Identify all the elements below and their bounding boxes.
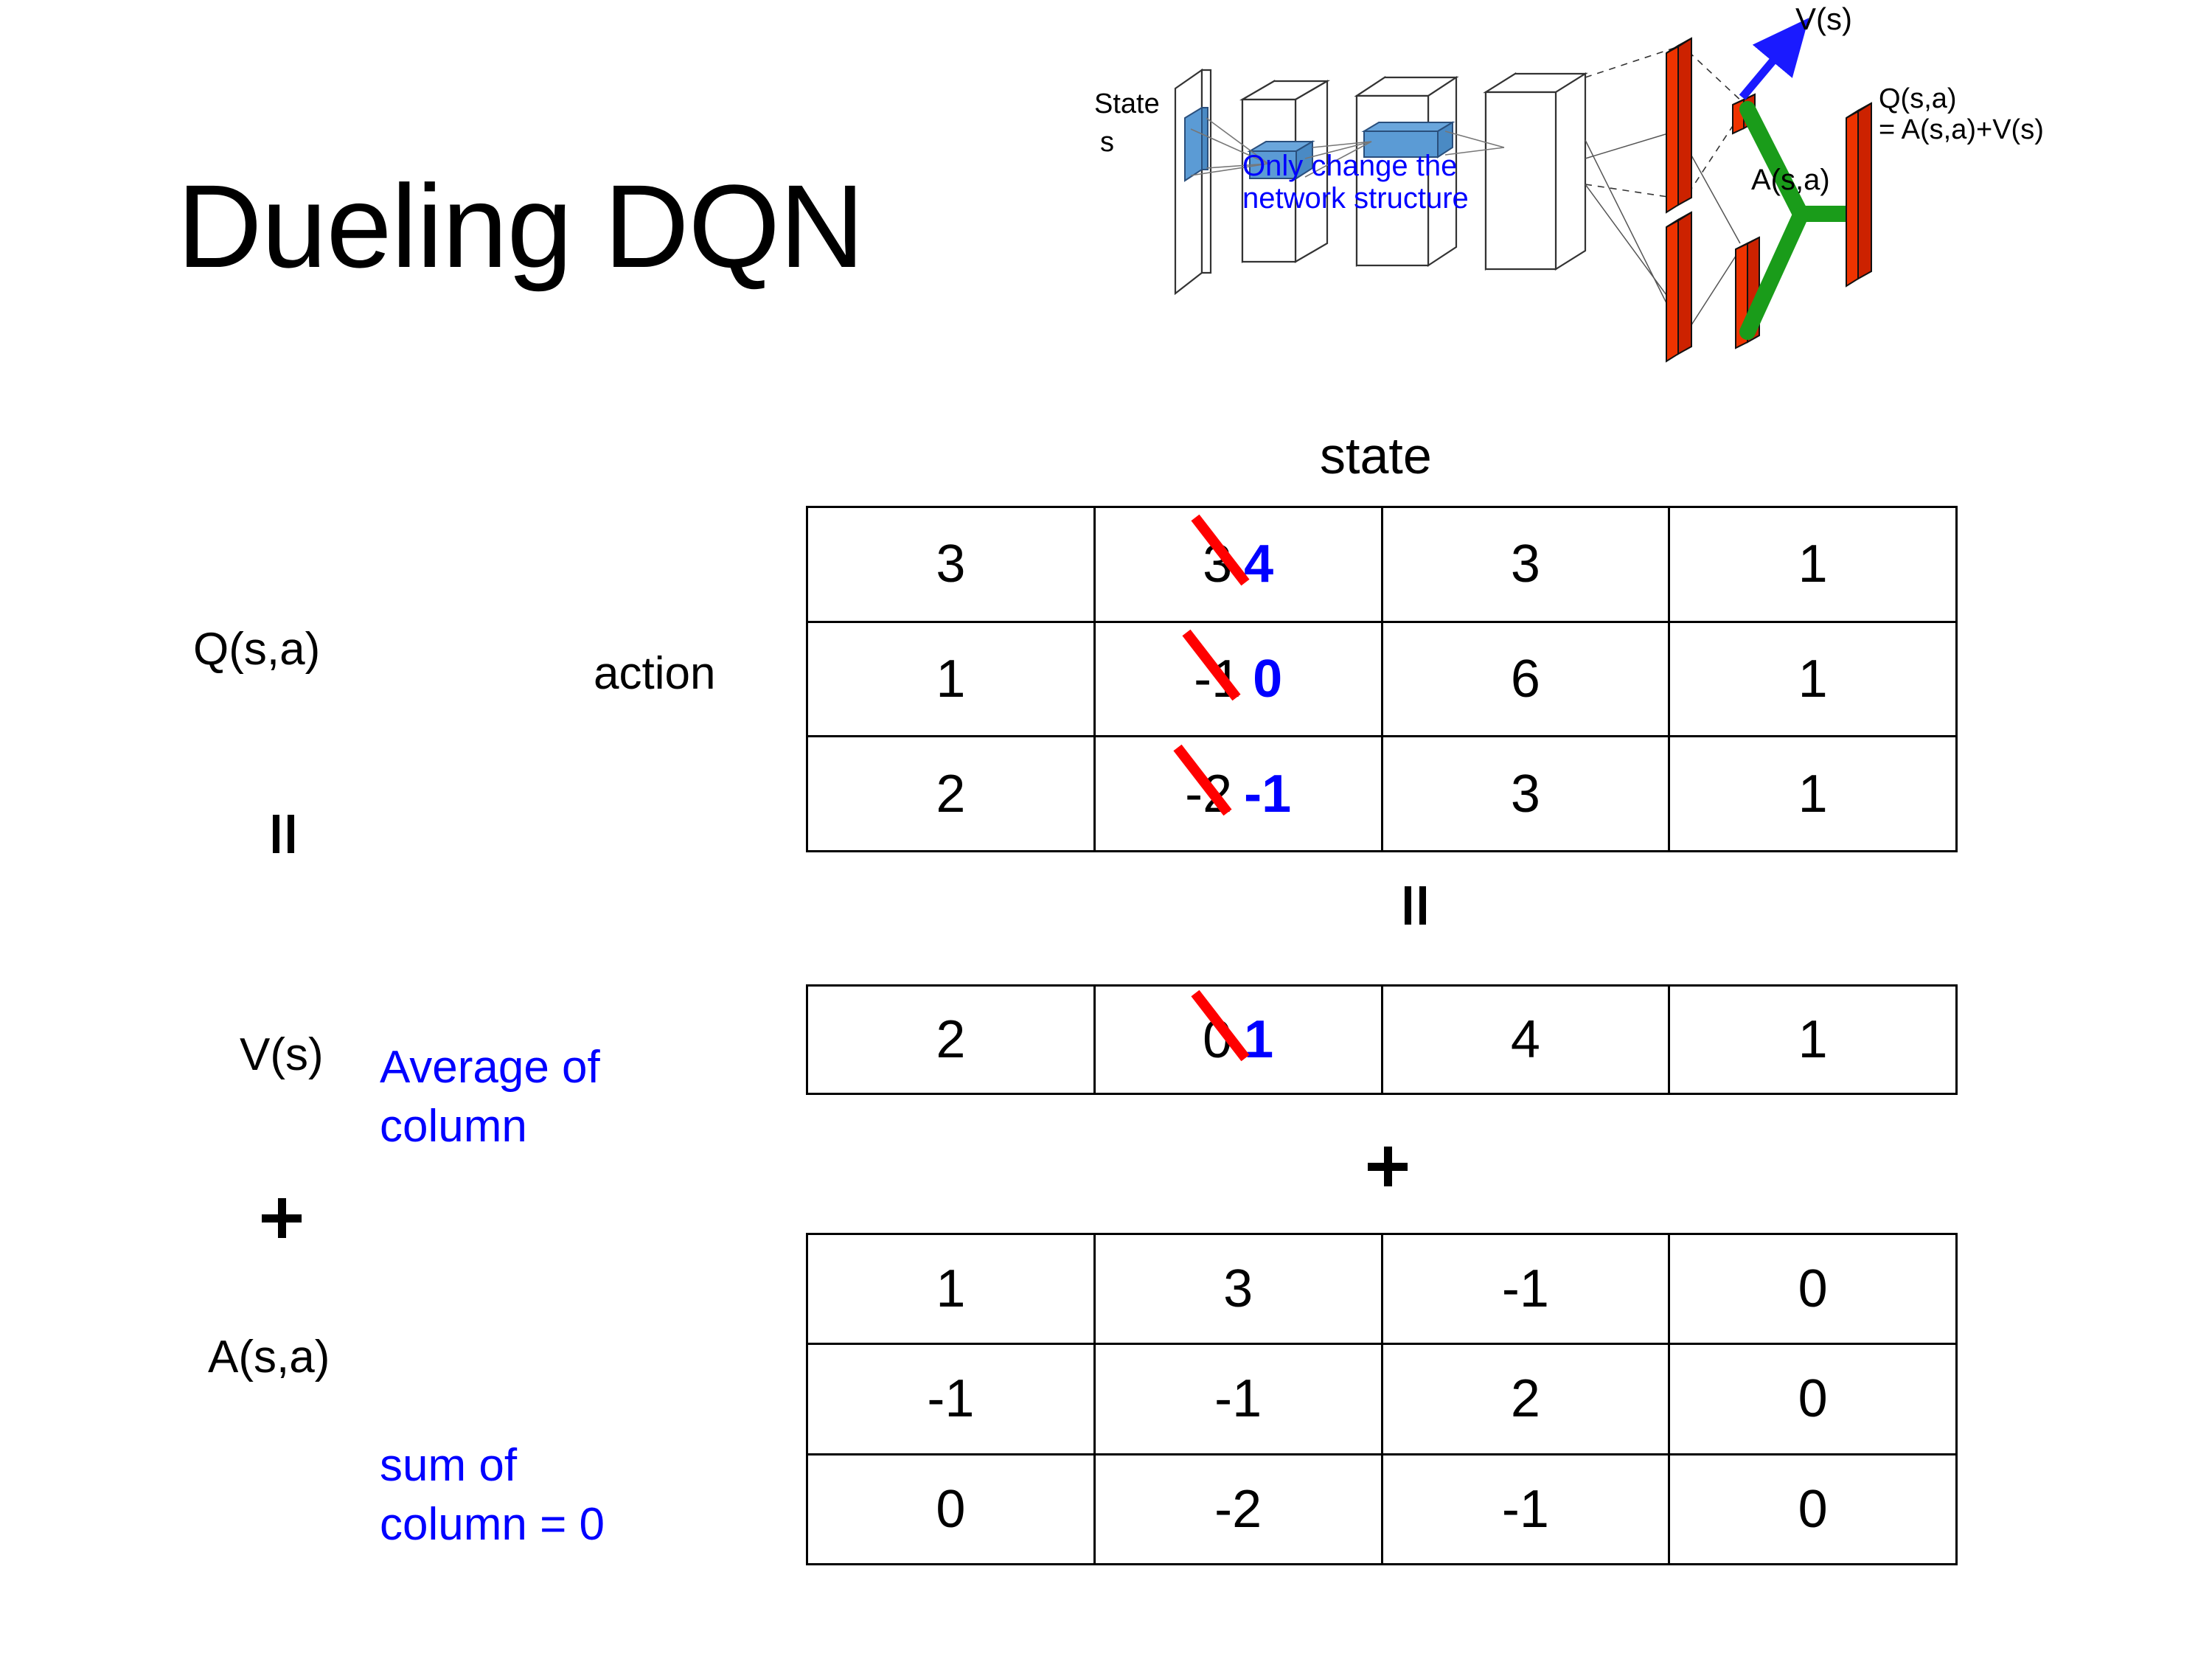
a-cell-r1c0: -1 bbox=[806, 1343, 1096, 1455]
q-cell-r1c1: -1 0 bbox=[1093, 620, 1383, 738]
network-note-line2: network structure bbox=[1242, 182, 1469, 215]
a-cell-r2c1: -2 bbox=[1093, 1453, 1383, 1566]
q-cell-r1c3: 1 bbox=[1668, 620, 1958, 738]
q-cell-r2c2: 3 bbox=[1380, 735, 1671, 852]
table-row: 1 -1 0 6 1 bbox=[806, 620, 1958, 738]
table-row: 2 -2 -1 3 1 bbox=[806, 735, 1958, 852]
v-table: 2 0 1 4 1 bbox=[806, 984, 1958, 1095]
label-a: A(s,a) bbox=[208, 1332, 330, 1382]
v-cell-c1: 0 1 bbox=[1093, 984, 1383, 1095]
a-cell-r1c2: 2 bbox=[1380, 1343, 1671, 1455]
page-title: Dueling DQN bbox=[177, 160, 865, 292]
struck-old-value: -2 bbox=[1173, 744, 1232, 824]
q-output-label-line1: Q(s,a) bbox=[1879, 83, 1957, 114]
network-architecture-svg bbox=[1174, 18, 1872, 363]
note-v-line1: Average of bbox=[380, 1042, 600, 1093]
a-cell-r0c3: 0 bbox=[1668, 1232, 1958, 1346]
a-cell-r1c3: 0 bbox=[1668, 1343, 1958, 1455]
q-table: 3 3 4 3 1 1 -1 0 6 1 2 bbox=[806, 506, 1958, 852]
dueling-network-diagram: State s Only change the network structur… bbox=[1084, 0, 2212, 413]
new-value: -1 bbox=[1244, 764, 1292, 824]
a-cell-r1c1: -1 bbox=[1093, 1343, 1383, 1455]
q-cell-r1c2: 6 bbox=[1380, 620, 1671, 738]
table-row: 2 0 1 4 1 bbox=[806, 984, 1958, 1095]
a-cell-r2c2: -1 bbox=[1380, 1453, 1671, 1566]
new-value: 0 bbox=[1253, 649, 1283, 709]
table-row: -1 -1 2 0 bbox=[806, 1343, 1958, 1455]
v-cell-c2: 4 bbox=[1380, 984, 1671, 1095]
note-a-line1: sum of bbox=[380, 1440, 518, 1491]
a-cell-r0c2: -1 bbox=[1380, 1232, 1671, 1346]
q-cell-r0c3: 1 bbox=[1668, 506, 1958, 623]
a-output-label: A(s,a) bbox=[1751, 164, 1830, 196]
network-note-line1: Only change the bbox=[1242, 150, 1458, 182]
v-cell-c0: 2 bbox=[806, 984, 1096, 1095]
table-row: 3 3 4 3 1 bbox=[806, 506, 1958, 623]
a-cell-r0c1: 3 bbox=[1093, 1232, 1383, 1346]
q-output-label-line2: = A(s,a)+V(s) bbox=[1879, 114, 2044, 145]
q-cell-r2c3: 1 bbox=[1668, 735, 1958, 852]
struck-old-value: 3 bbox=[1191, 515, 1250, 594]
q-cell-r0c2: 3 bbox=[1380, 506, 1671, 623]
label-v: V(s) bbox=[240, 1029, 324, 1080]
table-row: 1 3 -1 0 bbox=[806, 1232, 1958, 1346]
q-cell-r0c0: 3 bbox=[806, 506, 1096, 623]
note-a-line2: column = 0 bbox=[380, 1499, 605, 1550]
label-q: Q(s,a) bbox=[193, 624, 321, 675]
table-row: 0 -2 -1 0 bbox=[806, 1453, 1958, 1566]
q-cell-r1c0: 1 bbox=[806, 620, 1096, 738]
a-cell-r0c0: 1 bbox=[806, 1232, 1096, 1346]
q-cell-r0c1: 3 4 bbox=[1093, 506, 1383, 623]
a-table: 1 3 -1 0 -1 -1 2 0 0 -2 -1 0 bbox=[806, 1232, 1958, 1566]
state-label-line2: s bbox=[1100, 127, 1114, 158]
struck-old-value: 0 bbox=[1191, 990, 1250, 1070]
q-cell-r2c0: 2 bbox=[806, 735, 1096, 852]
a-cell-r2c3: 0 bbox=[1668, 1453, 1958, 1566]
note-v-line2: column bbox=[380, 1101, 527, 1152]
table-header-action: action bbox=[594, 648, 716, 699]
table-header-state: state bbox=[1320, 427, 1432, 484]
v-output-label: V(s) bbox=[1795, 1, 1852, 36]
v-cell-c3: 1 bbox=[1668, 984, 1958, 1095]
new-value: 1 bbox=[1244, 1010, 1274, 1069]
state-label-line1: State bbox=[1094, 88, 1160, 119]
struck-old-value: -1 bbox=[1182, 629, 1241, 709]
a-cell-r2c0: 0 bbox=[806, 1453, 1096, 1566]
q-cell-r2c1: -2 -1 bbox=[1093, 735, 1383, 852]
new-value: 4 bbox=[1244, 535, 1274, 594]
